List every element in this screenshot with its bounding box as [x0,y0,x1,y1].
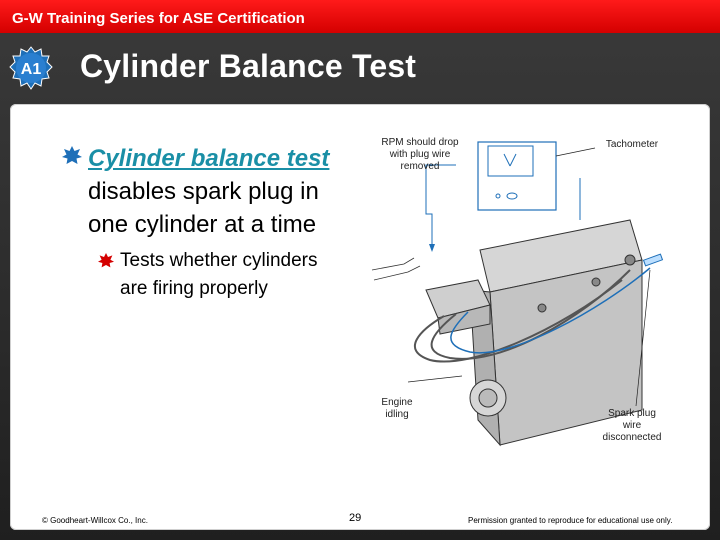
slide-title: Cylinder Balance Test [80,48,417,84]
permission-text: Permission granted to reproduce for educ… [468,516,673,525]
spark-plug-label: Spark plug wire disconnected [602,408,662,443]
disconnected-plug-wire [642,253,664,267]
spark-plug-wire [414,279,623,363]
bullet-level1: Cylinder balance test disables spark plu… [60,142,350,241]
star-bullet-icon [98,253,114,268]
bullet-list: Cylinder balance test disables spark plu… [60,142,350,303]
engine-illustration [371,141,664,447]
bullet2-text: Tests whether cylinders are firing prope… [120,250,318,299]
bullet1-text: disables spark plug in one cylinder at a… [88,178,319,238]
engine-idling-label: Engine idling [381,397,413,420]
gear-badge-icon: A1 [9,46,53,90]
spark-plug [591,277,601,287]
series-title: G-W Training Series for ASE Certificatio… [12,10,305,27]
series-header: G-W Training Series for ASE Certificatio… [0,0,720,33]
tachometer-label: Tachometer [605,139,659,150]
a1-badge: A1 [9,46,53,90]
rpm-label: RPM should drop with plug wire removed [381,137,459,172]
tach-wire [425,164,456,250]
badge-label: A1 [21,61,42,78]
tachometer-dial [487,145,534,177]
term-link: Cylinder balance test [88,145,330,172]
tachometer-needle [503,153,511,167]
star-bullet-icon [62,146,82,164]
bullet-level2: Tests whether cylinders are firing prope… [98,247,328,303]
copyright-text: © Goodheart-Willcox Co., Inc. [42,516,148,525]
engine-diagram: RPM should drop with plug wire removed T… [360,120,700,460]
page-number: 29 [349,512,362,524]
